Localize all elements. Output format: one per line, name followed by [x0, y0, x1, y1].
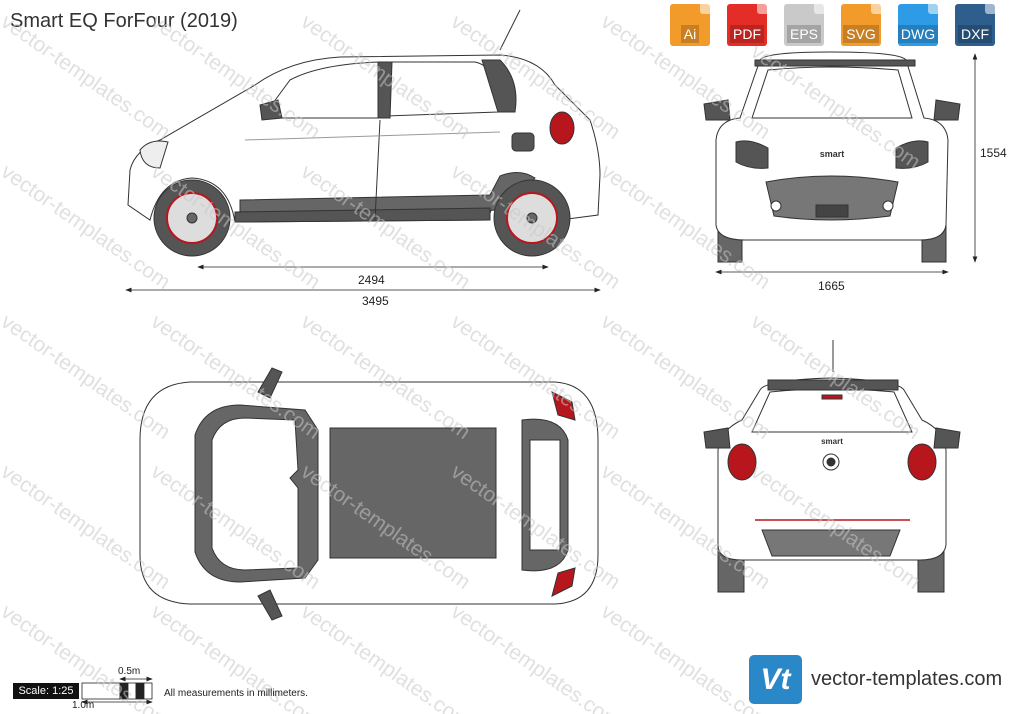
rear-tail-light-right: [907, 443, 937, 481]
side-dimensions: [125, 264, 601, 293]
rear-tail-light-left: [727, 443, 757, 481]
measurement-note: All measurements in millimeters.: [164, 688, 308, 699]
rear-smart-badge: smart: [821, 437, 843, 446]
front-grille: [765, 175, 899, 221]
width-label: 1665: [818, 279, 845, 293]
top-mirror-left: [257, 367, 283, 399]
rear-view: [703, 340, 961, 593]
front-headlight-right: [895, 140, 929, 169]
format-ai-icon[interactable]: Ai: [664, 4, 716, 46]
format-svg-label: SVG: [843, 25, 879, 43]
brand-url[interactable]: vector-templates.com: [811, 668, 1003, 690]
side-window-rear: [385, 61, 501, 117]
side-headlight: [139, 140, 169, 169]
format-eps-label: EPS: [786, 25, 821, 43]
front-dimensions: [715, 53, 978, 275]
side-fuel-door: [511, 132, 535, 152]
top-view: [139, 367, 599, 621]
rear-spoiler: [767, 379, 899, 391]
front-headlight-left: [735, 140, 769, 169]
top-tail-light-left: [551, 391, 576, 421]
scale-one-meter: 1.0m: [72, 700, 95, 711]
side-skirt: [234, 207, 491, 223]
rear-mirror-left: [703, 427, 731, 449]
rear-diffuser: [761, 529, 901, 557]
rear-mirror-right: [933, 427, 961, 449]
pdf-file-icon: [727, 4, 767, 46]
format-pdf-icon[interactable]: PDF: [721, 4, 773, 46]
format-badges: Ai PDF EPS SVG DWG DXF: [664, 4, 1001, 46]
front-smart-badge: smart: [820, 149, 845, 159]
top-mirror-right: [257, 589, 283, 621]
front-view: [703, 51, 961, 263]
format-svg-icon[interactable]: SVG: [835, 4, 887, 46]
svg-file-icon: [841, 4, 881, 46]
height-label: 1554: [980, 146, 1007, 160]
side-b-pillar: [377, 61, 393, 119]
format-pdf-label: PDF: [730, 25, 764, 43]
format-dxf-label: DXF: [958, 25, 992, 43]
format-dxf-icon[interactable]: DXF: [949, 4, 1001, 46]
scale-bar: [81, 676, 153, 705]
format-dwg-label: DWG: [897, 25, 939, 43]
front-mirror-left: [703, 99, 731, 121]
dwg-file-icon: [898, 4, 938, 46]
side-tail-light: [549, 111, 575, 145]
top-roof: [329, 427, 497, 559]
side-mirror: [259, 99, 283, 121]
length-label: 3495: [362, 294, 389, 308]
vt-logo-icon[interactable]: Vt: [749, 655, 802, 704]
vt-logo-text: Vt: [760, 662, 791, 696]
dxf-file-icon: [955, 4, 995, 46]
front-windshield: [751, 66, 913, 119]
wheelbase-label: 2494: [358, 273, 385, 287]
front-mirror-right: [933, 99, 961, 121]
ai-file-icon: [670, 4, 710, 46]
page-title: Smart EQ ForFour (2019): [10, 10, 238, 32]
eps-file-icon: [784, 4, 824, 46]
format-ai-label: Ai: [680, 25, 700, 43]
top-tail-light-right: [551, 567, 576, 597]
format-eps-icon[interactable]: EPS: [778, 4, 830, 46]
scale-label: Scale: 1:25: [13, 683, 79, 699]
side-rear-pillar: [481, 59, 517, 113]
side-view: [127, 9, 601, 257]
format-dwg-icon[interactable]: DWG: [892, 4, 944, 46]
scale-half-meter: 0.5m: [118, 666, 141, 677]
